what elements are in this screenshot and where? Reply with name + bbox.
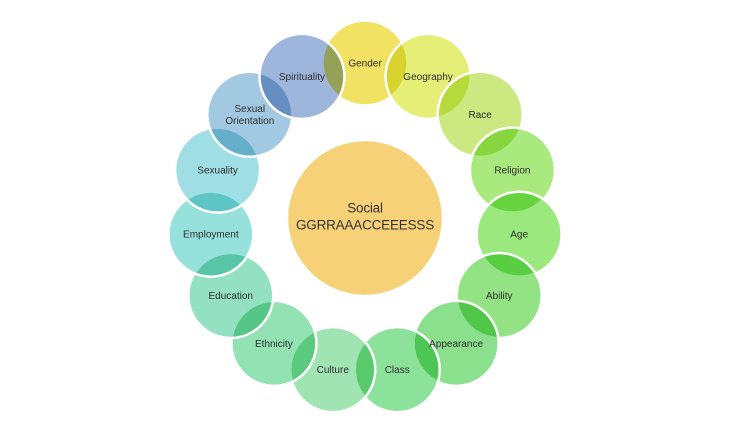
label-gender: Gender [348, 59, 382, 70]
center-circle [285, 138, 445, 298]
label-employment: Employment [183, 230, 239, 241]
ring-circle-spirituality [258, 32, 346, 121]
label-culture: Culture [317, 365, 350, 376]
label-class: Class [385, 365, 410, 376]
label-ability: Ability [486, 291, 513, 302]
label-appearance: Appearance [429, 339, 483, 350]
label-race: Race [469, 110, 493, 121]
label-geography: Geography [403, 72, 452, 83]
label-religion: Religion [494, 166, 530, 177]
label-ethnicity: Ethnicity [255, 339, 293, 350]
label-age: Age [510, 230, 528, 241]
label-sexuality: Sexuality [197, 166, 238, 177]
label-spirituality: Spirituality [279, 72, 325, 83]
label-education: Education [209, 291, 253, 302]
